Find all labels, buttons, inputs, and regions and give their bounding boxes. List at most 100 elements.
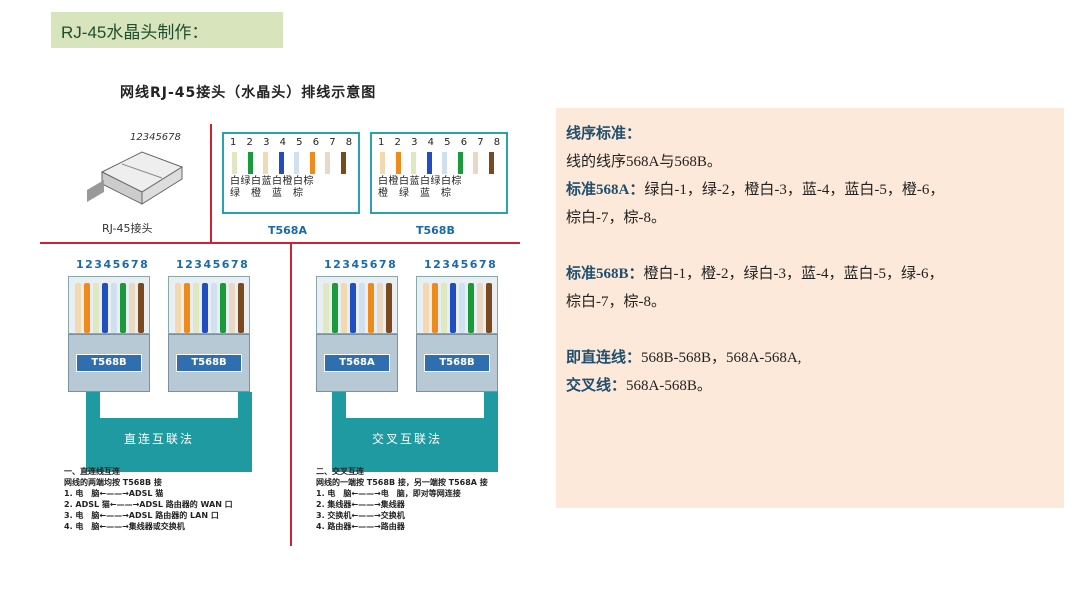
cross-label: 交叉互联法	[372, 432, 443, 446]
wire-strand	[468, 283, 474, 333]
connector-tag: T568B	[176, 354, 242, 372]
wire-strand	[325, 152, 330, 174]
note-line: 4. 电 脑←——→集线器或交换机	[64, 522, 185, 531]
wire-strand	[323, 283, 329, 333]
plug-pin-numbers: 12345678	[130, 132, 181, 143]
rj45-plug-icon	[87, 151, 184, 205]
wire-strand	[138, 283, 144, 333]
panel-line: 棕白-7，棕-8。	[566, 294, 666, 310]
wire-strand	[120, 283, 126, 333]
t568a-color-names-2: 绿 橙 蓝 棕	[230, 188, 304, 199]
wire-strand	[278, 152, 284, 174]
wire-strand	[220, 283, 226, 333]
wire-strand	[432, 283, 438, 333]
straight-cable	[86, 418, 252, 472]
connector-straight-1: T568B	[68, 276, 150, 426]
wire-strand	[380, 152, 385, 174]
wire-strand	[442, 152, 447, 174]
note-line: 4. 路由器←——→路由器	[316, 522, 405, 531]
t568a-color-names-1: 白绿白蓝白橙白棕	[230, 176, 314, 187]
wire-strand	[459, 283, 465, 333]
panel-heading-standard: 线序标准：	[566, 126, 642, 142]
cross-cable	[332, 418, 498, 472]
t568a-box: 1 2 3 4 5 6 7 8 白绿白蓝白橙白棕 绿 橙 蓝 棕	[222, 132, 360, 214]
wire-strand	[309, 152, 315, 174]
wire-strand	[211, 283, 217, 333]
note-line: 网线的两端均按 T568B 接	[64, 478, 162, 487]
wire-strand	[368, 283, 374, 333]
wire-strand	[341, 283, 347, 333]
wire-strand	[450, 283, 456, 333]
connector-tag: T568B	[424, 354, 490, 372]
connector-straight-2: T568B	[168, 276, 250, 426]
panel-heading-straight: 即直连线：	[566, 350, 642, 366]
wire-strand	[426, 152, 432, 174]
plug-label: RJ-45接头	[102, 222, 153, 235]
cable-gap	[100, 392, 238, 418]
note-line: 2. ADSL 猫←——→ADSL 路由器的 WAN 口	[64, 500, 233, 509]
note-line: 3. 电 脑←——→ADSL 路由器的 LAN 口	[64, 511, 219, 520]
wire-strand	[175, 283, 181, 333]
wire-strand	[202, 283, 208, 333]
t568b-color-names-2: 橙 绿 蓝 棕	[378, 188, 452, 199]
wire-strand	[477, 283, 483, 333]
wire-strand	[93, 283, 99, 333]
wire-strand	[359, 283, 365, 333]
cross-cable	[484, 392, 498, 422]
wire-strand	[184, 283, 190, 333]
wire-strand	[111, 283, 117, 333]
wire-strand	[102, 283, 108, 333]
wire-strand	[457, 152, 463, 174]
connector-cross-1: T568A	[316, 276, 398, 426]
pin-numbers-2: 12345678	[176, 258, 250, 271]
straight-cable-right	[238, 392, 252, 432]
panel-line: 线的线序568A与568B。	[566, 154, 722, 170]
connector-tag: T568B	[76, 354, 142, 372]
straight-notes: 一、直连线互连 网线的两端均按 T568B 接 1. 电 脑←——→ADSL 猫…	[64, 466, 233, 532]
t568a-label: T568A	[268, 224, 307, 237]
pin-numbers-3: 12345678	[324, 258, 398, 271]
wire-strand	[395, 152, 401, 174]
wire-strand	[340, 152, 346, 174]
note-line: 1. 电 脑←——→电 脑，即对等网连接	[316, 489, 461, 498]
connector-tag: T568A	[324, 354, 390, 372]
wire-strand	[423, 283, 429, 333]
note-line: 2. 集线器←——→集线器	[316, 500, 405, 509]
wire-strand	[129, 283, 135, 333]
t568b-box: 1 2 3 4 5 6 7 8 白橙白蓝白绿白棕 橙 绿 蓝 棕	[370, 132, 508, 214]
wire-strand	[486, 283, 492, 333]
pin-numbers-4: 12345678	[424, 258, 498, 271]
wire-strand	[488, 152, 494, 174]
panel-line: 绿白-1，绿-2，橙白-3，蓝-4，蓝白-5，橙-6，	[644, 182, 945, 198]
wire-strand	[441, 283, 447, 333]
rj45-wiring-diagram: 网线RJ-45接头（水晶头）排线示意图 12345678 RJ-45接头 1 2…	[40, 72, 540, 552]
page-title: RJ-45水晶头制作：	[51, 12, 283, 48]
panel-heading-568b: 标准568B：	[566, 266, 644, 282]
panel-line: 568B-568B，568A-568A,	[641, 350, 802, 366]
divider-top	[40, 242, 520, 244]
wire-strand	[229, 283, 235, 333]
wire-strand	[238, 283, 244, 333]
wiring-standard-panel: 线序标准： 线的线序568A与568B。 标准568A：绿白-1，绿-2，橙白-…	[556, 108, 1064, 508]
wire-strand	[411, 152, 416, 174]
wire-strand	[247, 152, 253, 174]
wire-strand	[263, 152, 268, 174]
wire-strand	[232, 152, 237, 174]
wire-strand	[332, 283, 338, 333]
note-line: 1. 电 脑←——→ADSL 猫	[64, 489, 164, 498]
wire-strand	[75, 283, 81, 333]
t568a-pin-numbers: 1 2 3 4 5 6 7 8	[230, 137, 356, 148]
wire-strand	[377, 283, 383, 333]
connector-cross-2: T568B	[416, 276, 498, 426]
wire-strand	[193, 283, 199, 333]
t568b-color-names-1: 白橙白蓝白绿白棕	[378, 176, 462, 187]
wire-strand	[294, 152, 299, 174]
wire-strand	[386, 283, 392, 333]
panel-line: 568A-568B。	[626, 378, 712, 394]
t568b-pin-numbers: 1 2 3 4 5 6 7 8	[378, 137, 504, 148]
panel-line: 棕白-7，棕-8。	[566, 210, 666, 226]
diagram-title: 网线RJ-45接头（水晶头）排线示意图	[120, 85, 377, 101]
straight-label: 直连互联法	[124, 432, 195, 446]
wire-strand	[473, 152, 478, 174]
pin-numbers-1: 12345678	[76, 258, 150, 271]
